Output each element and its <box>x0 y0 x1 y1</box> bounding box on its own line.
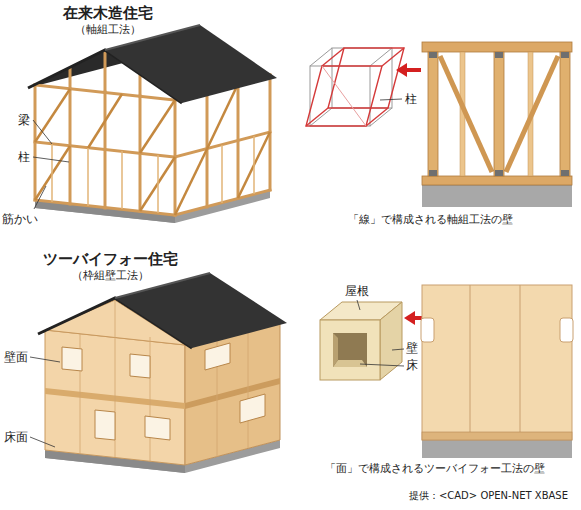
part-label: 壁面 <box>4 350 28 364</box>
leader-lines <box>33 120 69 209</box>
section-subtitle: （軸組工法） <box>48 23 168 36</box>
leader-lines <box>30 357 60 447</box>
part-label: 床面 <box>4 430 28 444</box>
credit-note: 提供：<CAD> OPEN-NET XBASE <box>300 490 568 502</box>
panel-cube <box>320 302 402 380</box>
part-label: 梁 <box>18 113 30 127</box>
part-label: 床 <box>406 358 418 372</box>
leader-lines <box>357 300 404 366</box>
part-label: 屋根 <box>345 284 369 298</box>
figure-caption: 「面」で構成されるツーバイフォー工法の壁 <box>310 462 560 475</box>
force-arrow <box>396 63 421 77</box>
panel-wall <box>421 285 573 458</box>
frame-house <box>28 25 277 223</box>
frame-wall <box>422 42 572 207</box>
section-subtitle: （枠組壁工法） <box>25 269 195 282</box>
part-label: 柱 <box>18 150 30 164</box>
part-label: 柱 <box>405 92 417 106</box>
part-label: 筋かい <box>2 212 38 226</box>
leader-line <box>380 99 402 100</box>
section-title: 在来木造住宅 <box>48 4 168 22</box>
figure-caption: 「線」で構成される軸組工法の壁 <box>330 213 530 226</box>
part-label: 壁 <box>406 341 418 355</box>
section-title: ツーバイフォー住宅 <box>25 250 195 268</box>
deform-cube <box>306 48 404 126</box>
panel-house <box>38 273 287 473</box>
